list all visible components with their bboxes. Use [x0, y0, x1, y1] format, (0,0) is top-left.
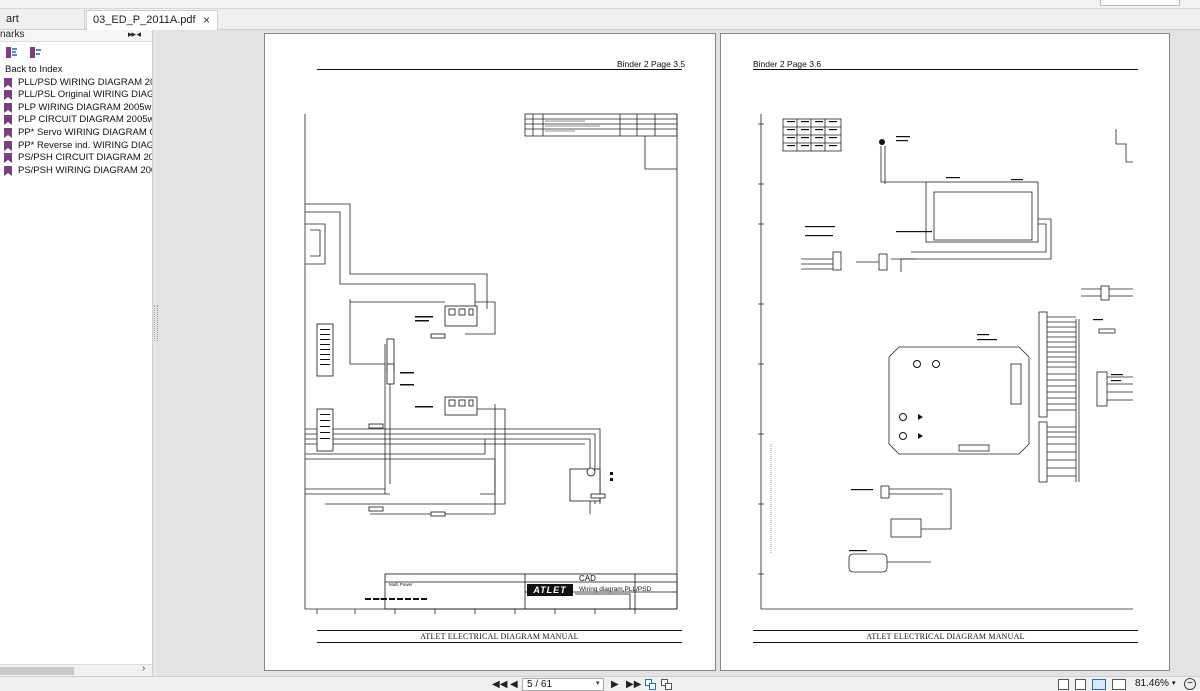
pdf-page-left: Binder 2 Page 3.5: [264, 33, 716, 671]
panel-splitter[interactable]: [154, 305, 158, 341]
previous-page-button[interactable]: ◀: [510, 679, 518, 690]
first-page-button[interactable]: ◀◀: [492, 679, 508, 690]
bookmark-collapse-icon[interactable]: [29, 46, 42, 59]
continuous-view-icon[interactable]: [1075, 679, 1086, 690]
bookmark-label: PLL/PSL Original WIRING DIAGRAM: [18, 89, 152, 101]
close-icon[interactable]: ×: [202, 13, 210, 27]
bookmark-back-to-index[interactable]: Back to Index: [0, 64, 152, 77]
bookmark-item[interactable]: PS/PSH CIRCUIT DIAGRAM 2005w: [0, 152, 152, 165]
page-footer: ATLET ELECTRICAL DIAGRAM MANUAL: [420, 632, 579, 641]
bookmark-icon: [4, 115, 12, 126]
tab-start[interactable]: art: [0, 10, 85, 30]
wiring-diagram-left: [304, 113, 678, 614]
page-header: Binder 2 Page 3.5: [617, 59, 686, 69]
title-block-cad: CAD: [579, 574, 596, 583]
bookmark-item[interactable]: PLL/PSD WIRING DIAGRAM 2005w: [0, 77, 152, 90]
bookmark-icon: [4, 165, 12, 176]
page-header: Binder 2 Page 3.6: [753, 59, 822, 69]
bookmark-expand-icon[interactable]: [5, 46, 18, 59]
bookmark-item[interactable]: PLP CIRCUIT DIAGRAM 2005w20–: [0, 114, 152, 127]
search-input[interactable]: [1100, 0, 1180, 6]
bookmarks-panel-title: narks: [0, 29, 25, 40]
scrollbar-thumb[interactable]: [0, 667, 74, 675]
bookmark-label: PLP CIRCUIT DIAGRAM 2005w20–: [18, 114, 152, 126]
bookmark-label: PS/PSH CIRCUIT DIAGRAM 2005w: [18, 152, 152, 164]
bookmark-icon: [4, 90, 12, 101]
bookmark-label: PS/PSH WIRING DIAGRAM 2005w2: [18, 164, 152, 176]
bookmark-item[interactable]: PS/PSH WIRING DIAGRAM 2005w2: [0, 165, 152, 178]
bookmark-label: Back to Index: [5, 64, 63, 75]
title-block-left-label: Multi Power: [389, 582, 413, 587]
bookmark-label: PLL/PSD WIRING DIAGRAM 2005w: [18, 76, 152, 88]
document-view[interactable]: Binder 2 Page 3.5: [158, 30, 1200, 676]
sidebar-horizontal-scrollbar[interactable]: ›: [0, 663, 152, 676]
header-rule: [753, 69, 1138, 70]
bookmark-item[interactable]: PLL/PSL Original WIRING DIAGRAM: [0, 89, 152, 102]
bookmark-label: PP* Servo WIRING DIAGRAM OPT: [18, 126, 152, 138]
previous-view-icon[interactable]: [645, 679, 656, 690]
footer-rule-bottom: [317, 642, 682, 643]
bookmarks-list: Back to Index PLL/PSD WIRING DIAGRAM 200…: [0, 64, 152, 177]
tab-bar: art 03_ED_P_2011A.pdf ×: [0, 9, 1200, 30]
wiring-diagram-right: [758, 114, 1133, 610]
bookmark-label: PP* Reverse ind. WIRING DIAGRAI: [18, 139, 152, 151]
title-block-title: Wiring diagram,PLL/PSD: [579, 586, 652, 593]
page-number-input[interactable]: 5 / 61: [522, 678, 604, 691]
two-page-continuous-view-icon[interactable]: [1112, 679, 1126, 690]
single-page-view-icon[interactable]: [1058, 679, 1069, 690]
tab-document[interactable]: 03_ED_P_2011A.pdf ×: [86, 10, 218, 30]
bookmarks-panel: narks ▸▸ ◂ Back to Index PLL/PSD WIRING …: [0, 29, 153, 676]
chevron-down-icon[interactable]: ▾: [1172, 680, 1176, 687]
bookmarks-panel-header: narks ▸▸ ◂: [0, 29, 152, 42]
pdf-page-right: Binder 2 Page 3.6: [720, 33, 1170, 671]
two-page-view-icon[interactable]: [1092, 679, 1106, 690]
bookmark-item[interactable]: PP* Reverse ind. WIRING DIAGRAI: [0, 140, 152, 153]
footer-rule-top: [753, 630, 1138, 631]
bookmark-item[interactable]: PP* Servo WIRING DIAGRAM OPT: [0, 127, 152, 140]
footer-rule-bottom: [753, 642, 1138, 643]
page-footer: ATLET ELECTRICAL DIAGRAM MANUAL: [866, 632, 1025, 641]
bookmark-icon: [4, 153, 12, 164]
last-page-button[interactable]: ▶▶: [626, 679, 642, 690]
chevron-down-icon[interactable]: ▾: [596, 680, 600, 687]
zoom-level: 81.46%: [1135, 678, 1169, 689]
bookmark-icon: [4, 77, 12, 88]
scroll-right-icon[interactable]: ›: [142, 663, 146, 674]
footer-rule-top: [317, 630, 682, 631]
tab-document-label: 03_ED_P_2011A.pdf: [93, 14, 196, 26]
tab-start-label: art: [6, 13, 19, 25]
bookmark-icon: [4, 102, 12, 113]
bookmark-item[interactable]: PLP WIRING DIAGRAM 2005w20–: [0, 102, 152, 115]
status-bar: ◀◀ ◀ 5 / 61 ▾ ▶ ▶▶ 81.46% ▾ −: [0, 676, 1200, 691]
page-indicator: 5 / 61: [527, 679, 553, 690]
bookmark-icon: [4, 127, 12, 138]
next-page-button[interactable]: ▶: [611, 679, 619, 690]
next-view-icon[interactable]: [661, 679, 672, 690]
zoom-out-icon[interactable]: −: [1184, 678, 1196, 690]
header-rule: [317, 69, 682, 70]
menu-bar: [0, 0, 1200, 9]
bookmark-label: PLP WIRING DIAGRAM 2005w20–: [18, 101, 152, 113]
panel-collapse-icon[interactable]: ▸▸ ◂: [128, 29, 141, 39]
bookmark-icon: [4, 140, 12, 151]
atlet-logo: ATLET: [527, 584, 573, 596]
